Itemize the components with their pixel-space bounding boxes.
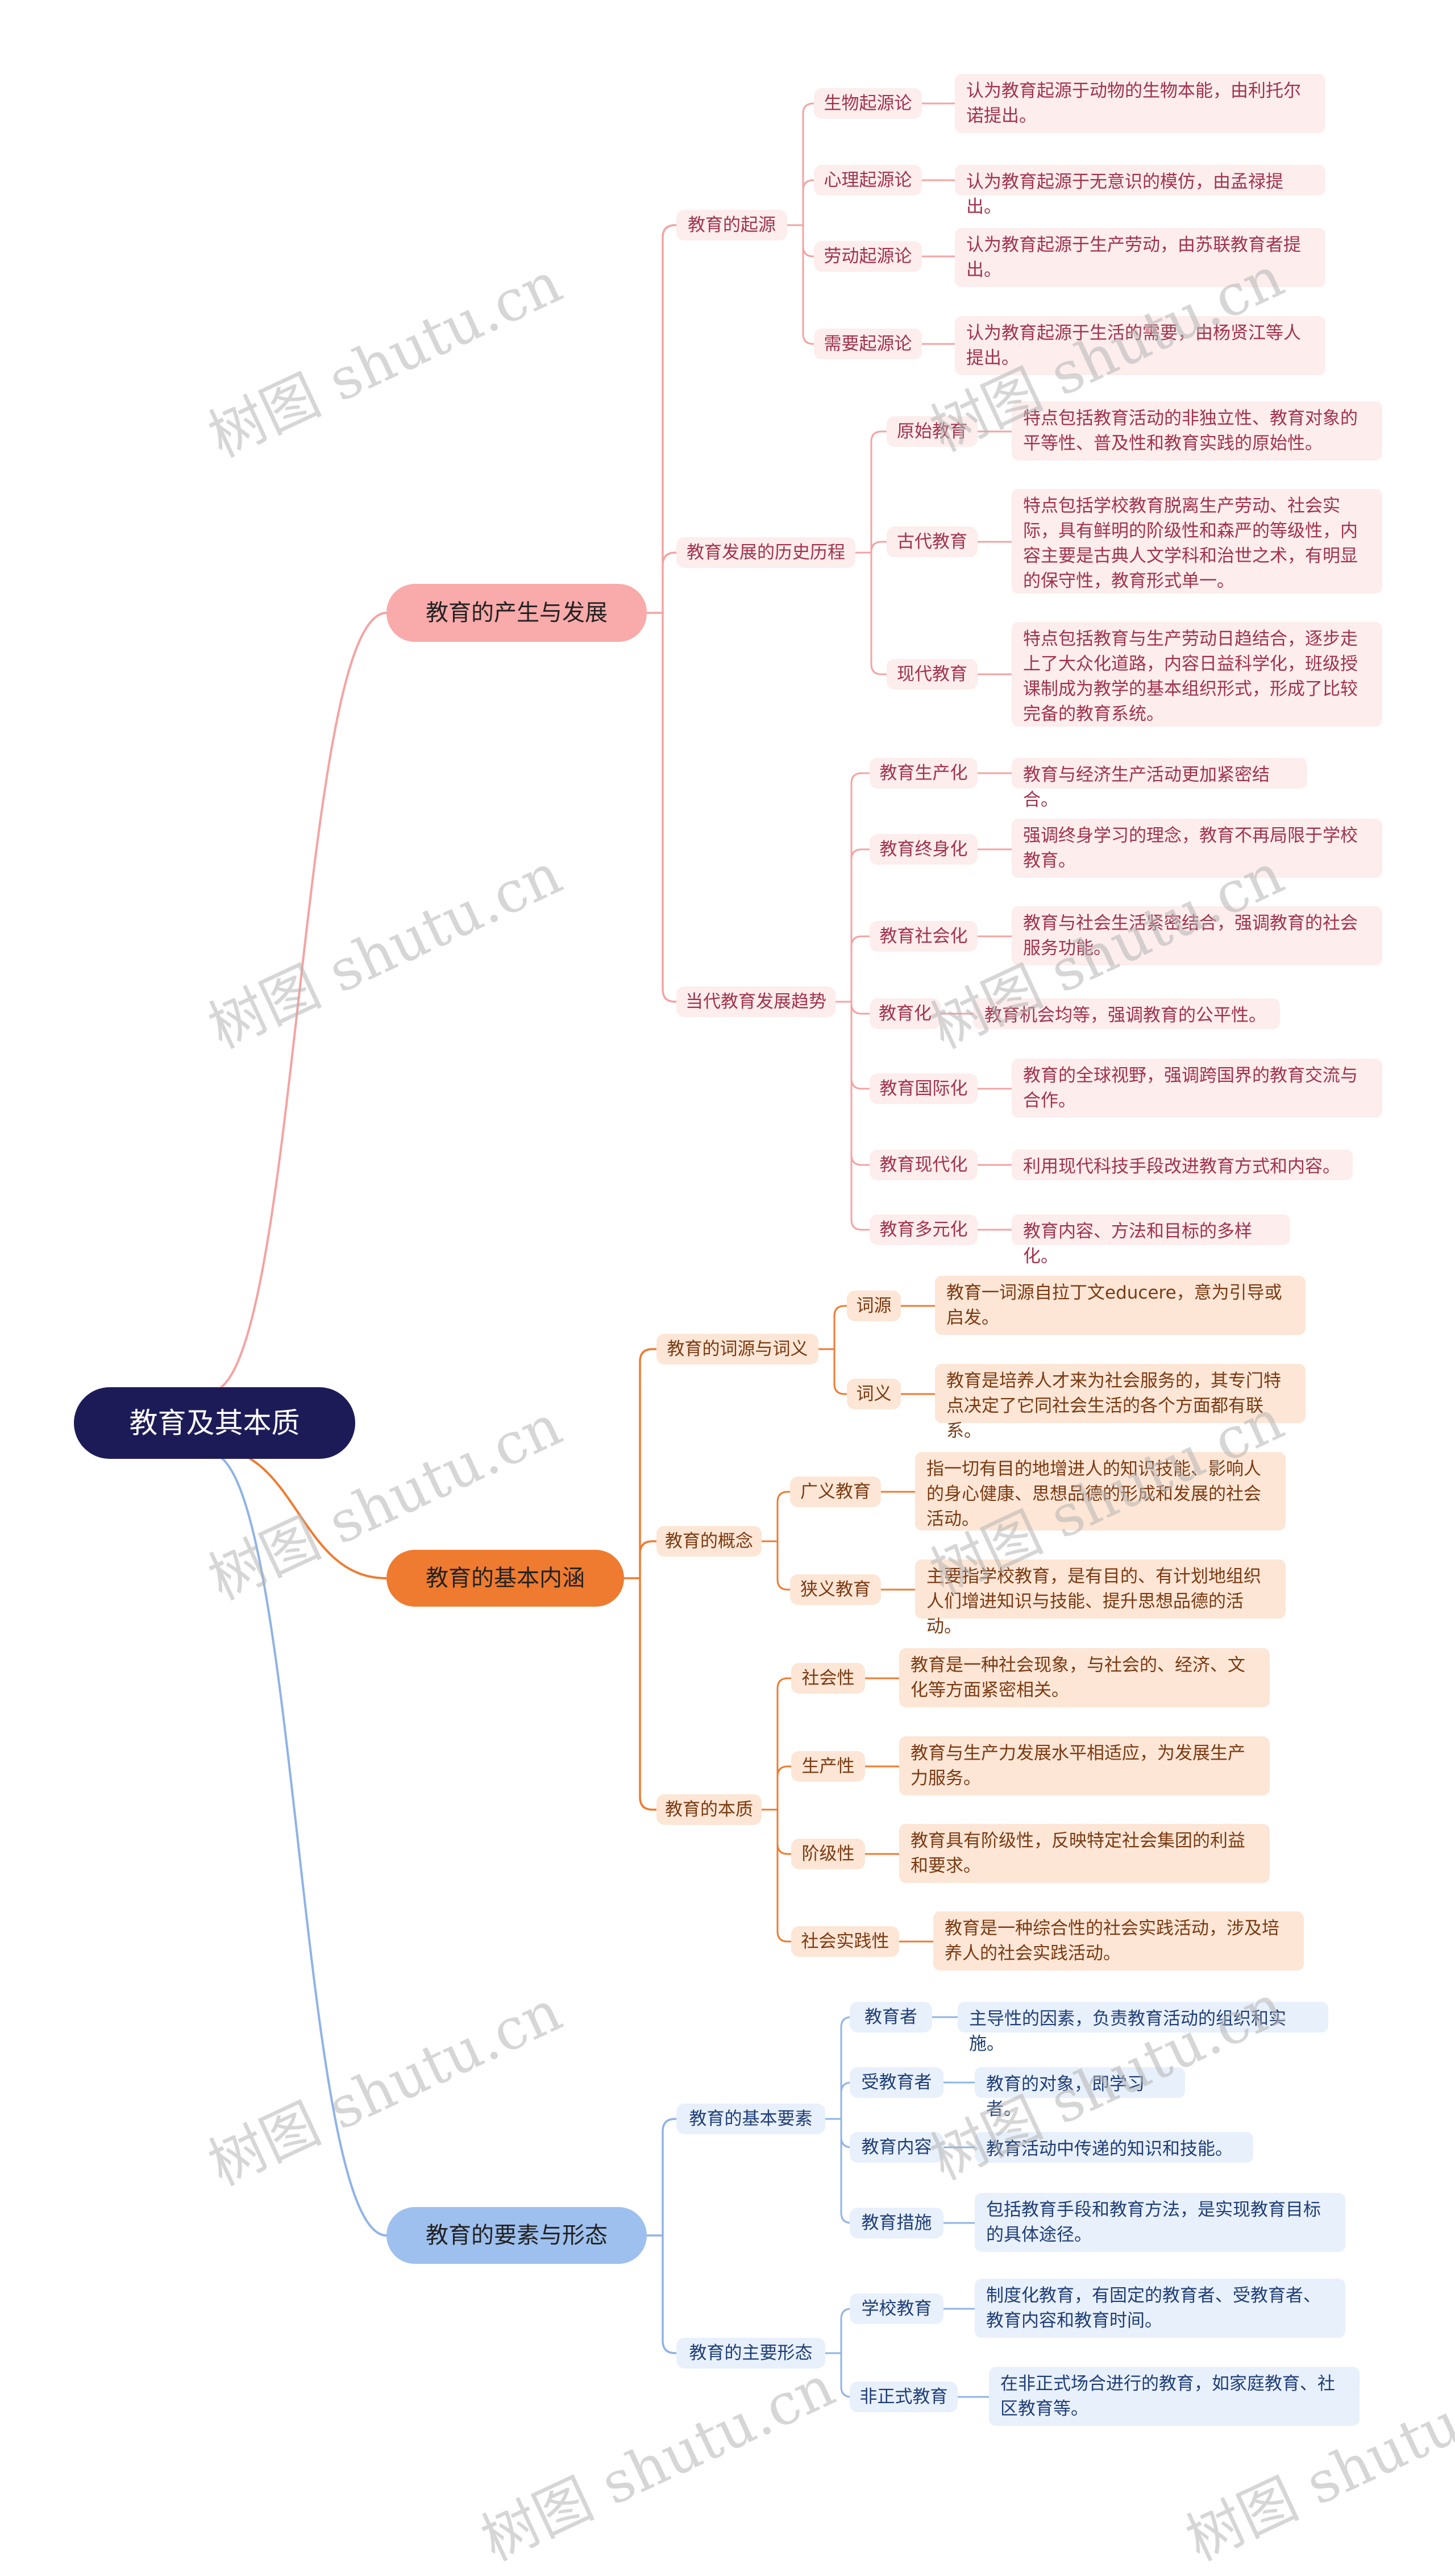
leaf-note: 认为教育起源于无意识的模仿，由孟禄提出。 xyxy=(955,165,1325,217)
leaf-note: 特点包括学校教育脱离生产劳动、社会实际，具有鲜明的阶级性和森严的等级性，内容主要… xyxy=(1012,489,1382,594)
leaf-note: 指一切有目的地增进人的知识技能、影响人的身心健康、思想品德的形成和发展的社会活动… xyxy=(915,1452,1286,1530)
subtopic-node[interactable]: 阶级性 xyxy=(791,1839,865,1869)
subtopic-node[interactable]: 教育终身化 xyxy=(870,834,978,865)
connector-bracket xyxy=(647,224,676,1003)
subtopic-node[interactable]: 生产性 xyxy=(791,1751,865,1782)
subtopic-node[interactable]: 非正式教育 xyxy=(850,2382,958,2412)
leaf-note: 教育是一种综合性的社会实践活动，涉及培养人的社会实践活动。 xyxy=(933,1911,1304,1971)
branch-node[interactable]: 教育的产生与发展 xyxy=(386,584,647,642)
mindmap-canvas: 教育及其本质 教育的产生与发展 教育的起源 生物起源论 认为教育起源于动物的生物本能，由… xyxy=(74,74,1455,2574)
topic-node[interactable]: 教育的主要形态 xyxy=(676,2338,825,2368)
topic-node[interactable]: 教育发展的历史历程 xyxy=(676,537,855,568)
topic-node[interactable]: 教育的概念 xyxy=(656,1526,762,1557)
subtopic-node[interactable]: 劳动起源论 xyxy=(814,241,922,272)
leaf-note: 教育机会均等，强调教育的公平性。 xyxy=(973,998,1280,1029)
connector-lines xyxy=(210,102,1012,2398)
subtopic-node[interactable]: 教育多元化 xyxy=(870,1214,978,1245)
leaf-note: 强调终身学习的理念，教育不再局限于学校教育。 xyxy=(1012,819,1382,878)
subtopic-node[interactable]: 学校教育 xyxy=(850,2293,943,2324)
subtopic-node[interactable]: 广义教育 xyxy=(790,1476,881,1507)
connector-bracket xyxy=(835,772,870,1231)
connector-bracket xyxy=(647,2118,676,2354)
leaf-note: 认为教育起源于生活的需要，由杨贤江等人提出。 xyxy=(955,316,1325,375)
leaf-note: 教育是培养人才来为社会服务的，其专门特点决定了它同社会生活的各个方面都有联系。 xyxy=(935,1364,1306,1441)
subtopic-node[interactable]: 社会性 xyxy=(791,1663,865,1694)
subtopic-node[interactable]: 词源 xyxy=(847,1291,901,1321)
subtopic-node[interactable]: 教育内容 xyxy=(850,2132,943,2163)
connector-bracket xyxy=(762,1491,790,1591)
subtopic-node[interactable]: 教育化 xyxy=(870,998,941,1029)
leaf-note: 认为教育起源于生产劳动，由苏联教育者提出。 xyxy=(955,228,1325,287)
leaf-note: 认为教育起源于动物的生物本能，由利托尔诺提出。 xyxy=(955,74,1325,133)
connector-bracket xyxy=(762,1677,791,1943)
subtopic-node[interactable]: 教育国际化 xyxy=(870,1073,978,1104)
leaf-note: 教育具有阶级性，反映特定社会集团的利益和要求。 xyxy=(899,1824,1270,1883)
leaf-note: 主导性的因素，负责教育活动的组织和实施。 xyxy=(958,2002,1328,2054)
leaf-note: 教育活动中传递的知识和技能。 xyxy=(975,2132,1253,2163)
leaf-note: 教育与经济生产活动更加紧密结合。 xyxy=(1012,758,1307,810)
branch-node[interactable]: 教育的要素与形态 xyxy=(386,2207,647,2264)
connector-bracket xyxy=(825,2016,852,2224)
connector-bracket xyxy=(825,2308,852,2398)
leaf-note: 教育与社会生活紧密结合，强调教育的社会服务功能。 xyxy=(1012,906,1382,965)
connector-line xyxy=(210,1452,387,2237)
connector-line xyxy=(210,1446,387,1579)
subtopic-node[interactable]: 社会实践性 xyxy=(791,1926,899,1957)
subtopic-node[interactable]: 现代教育 xyxy=(887,659,978,690)
topic-node[interactable]: 教育的词源与词义 xyxy=(656,1334,818,1364)
leaf-note: 特点包括教育与生产劳动日趋结合，逐步走上了大众化道路，内容日益科学化，班级授课制… xyxy=(1012,622,1382,727)
leaf-note: 教育一词源自拉丁文educere，意为引导或启发。 xyxy=(935,1276,1306,1335)
subtopic-node[interactable]: 教育现代化 xyxy=(870,1150,978,1180)
leaf-note: 制度化教育，有固定的教育者、受教育者、教育内容和教育时间。 xyxy=(975,2279,1345,2338)
leaf-note: 教育的对象，即学习者。 xyxy=(975,2067,1185,2119)
root-node[interactable]: 教育及其本质 xyxy=(74,1387,355,1459)
subtopic-node[interactable]: 生物起源论 xyxy=(814,88,922,119)
leaf-note: 特点包括教育活动的非独立性、教育对象的平等性、普及性和教育实践的原始性。 xyxy=(1012,401,1382,461)
leaf-note: 教育的全球视野，强调跨国界的教育交流与合作。 xyxy=(1012,1059,1382,1118)
topic-node[interactable]: 教育的起源 xyxy=(676,210,787,240)
subtopic-node[interactable]: 原始教育 xyxy=(887,416,978,447)
subtopic-node[interactable]: 狭义教育 xyxy=(790,1574,881,1605)
branch-node[interactable]: 教育的基本内涵 xyxy=(386,1550,624,1607)
subtopic-node[interactable]: 教育社会化 xyxy=(870,921,978,952)
subtopic-node[interactable]: 教育者 xyxy=(850,2002,932,2032)
leaf-note: 教育是一种社会现象，与社会的、经济、文化等方面紧密相关。 xyxy=(899,1648,1270,1707)
subtopic-node[interactable]: 需要起源论 xyxy=(814,329,922,359)
leaf-note: 利用现代科技手段改进教育方式和内容。 xyxy=(1012,1150,1353,1180)
leaf-note: 在非正式场合进行的教育，如家庭教育、社区教育等。 xyxy=(989,2367,1360,2426)
subtopic-node[interactable]: 教育措施 xyxy=(850,2208,943,2238)
subtopic-node[interactable]: 词义 xyxy=(847,1379,901,1409)
topic-node[interactable]: 当代教育发展趋势 xyxy=(676,986,835,1017)
leaf-note: 教育与生产力发展水平相适应，为发展生产力服务。 xyxy=(899,1736,1270,1795)
subtopic-node[interactable]: 教育生产化 xyxy=(870,758,978,789)
connector-line xyxy=(210,612,387,1393)
topic-node[interactable]: 教育的本质 xyxy=(656,1794,762,1825)
leaf-note: 主要指学校教育，是有目的、有计划地组织人们增进知识与技能、提升思想品德的活动。 xyxy=(915,1559,1286,1637)
leaf-note: 教育内容、方法和目标的多样化。 xyxy=(1012,1214,1290,1267)
leaf-note: 包括教育手段和教育方法，是实现教育目标的具体途径。 xyxy=(975,2193,1345,2252)
connector-bracket xyxy=(624,1348,656,1811)
connector-bracket xyxy=(787,102,814,345)
subtopic-node[interactable]: 心理起源论 xyxy=(814,165,922,196)
connector-bracket xyxy=(855,430,887,675)
topic-node[interactable]: 教育的基本要素 xyxy=(676,2104,825,2134)
subtopic-node[interactable]: 受教育者 xyxy=(850,2067,943,2098)
connector-bracket xyxy=(818,1305,847,1395)
subtopic-node[interactable]: 古代教育 xyxy=(887,526,978,557)
